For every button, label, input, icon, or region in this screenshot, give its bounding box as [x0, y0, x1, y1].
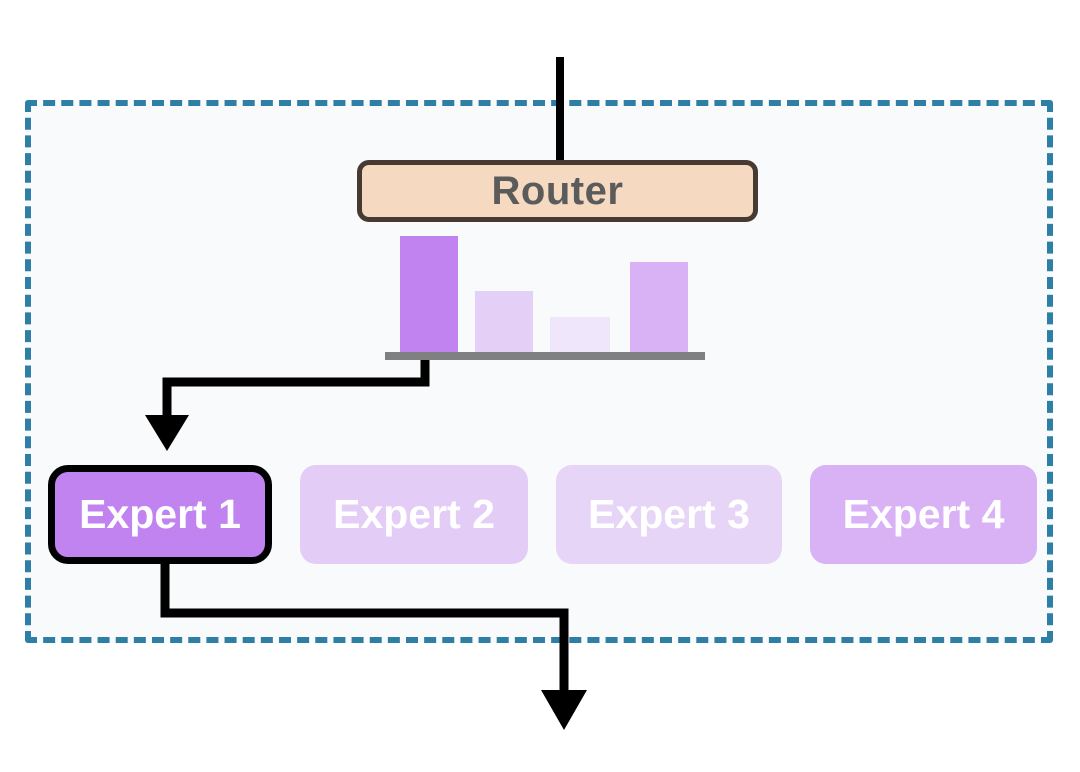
gate-bar-expert-3	[550, 317, 610, 352]
expert-node-4[interactable]: Expert 4	[810, 465, 1037, 564]
gate-bar-expert-2	[475, 291, 533, 352]
gate-chart-baseline	[385, 352, 705, 360]
router-gate-weights-chart	[385, 236, 705, 360]
expert1-to-output-arrowhead	[541, 690, 587, 730]
router-label: Router	[491, 169, 624, 213]
expert-node-1-label: Expert 1	[79, 491, 241, 537]
expert-node-1[interactable]: Expert 1	[48, 465, 272, 564]
expert-node-4-label: Expert 4	[842, 491, 1005, 537]
expert-node-2[interactable]: Expert 2	[300, 465, 528, 564]
gate-bar-expert-4	[630, 262, 688, 352]
expert-node-2-label: Expert 2	[333, 491, 495, 537]
expert-node-3[interactable]: Expert 3	[556, 465, 782, 564]
router-node[interactable]: Router	[357, 160, 758, 222]
gate-bar-expert-1	[400, 236, 458, 352]
expert-node-3-label: Expert 3	[588, 491, 750, 537]
